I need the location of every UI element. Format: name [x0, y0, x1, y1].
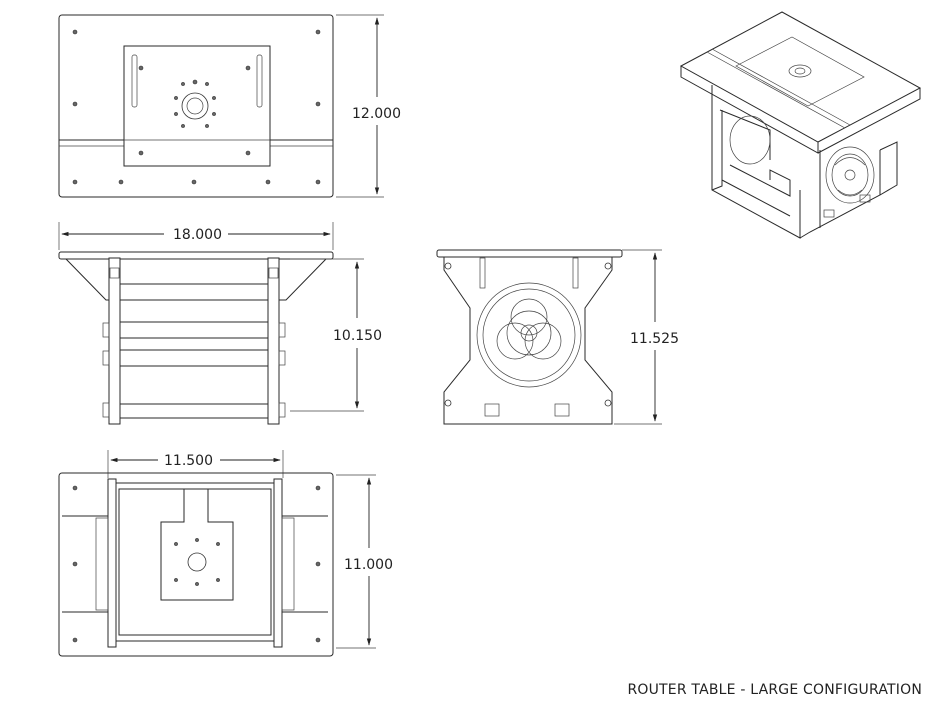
- bottom-view: 11.500 11.000: [58, 450, 393, 657]
- front-view: 18.000 10.150: [58, 222, 382, 425]
- dim-top-view-height: 12.000: [352, 106, 401, 122]
- drawing-title: ROUTER TABLE - LARGE CONFIGURATION: [627, 682, 922, 698]
- dim-front-view-height: 10.150: [333, 328, 382, 344]
- dim-bottom-view-inner-width: 11.500: [164, 453, 213, 469]
- top-view: 12.000: [58, 14, 401, 198]
- dim-bottom-view-height: 11.000: [344, 557, 393, 573]
- dim-side-view-height: 11.525: [630, 331, 679, 347]
- biohazard-icon: [496, 298, 562, 360]
- isometric-view: [679, 11, 922, 239]
- dim-front-view-width: 18.000: [173, 227, 222, 243]
- side-view: 11.525: [436, 249, 679, 425]
